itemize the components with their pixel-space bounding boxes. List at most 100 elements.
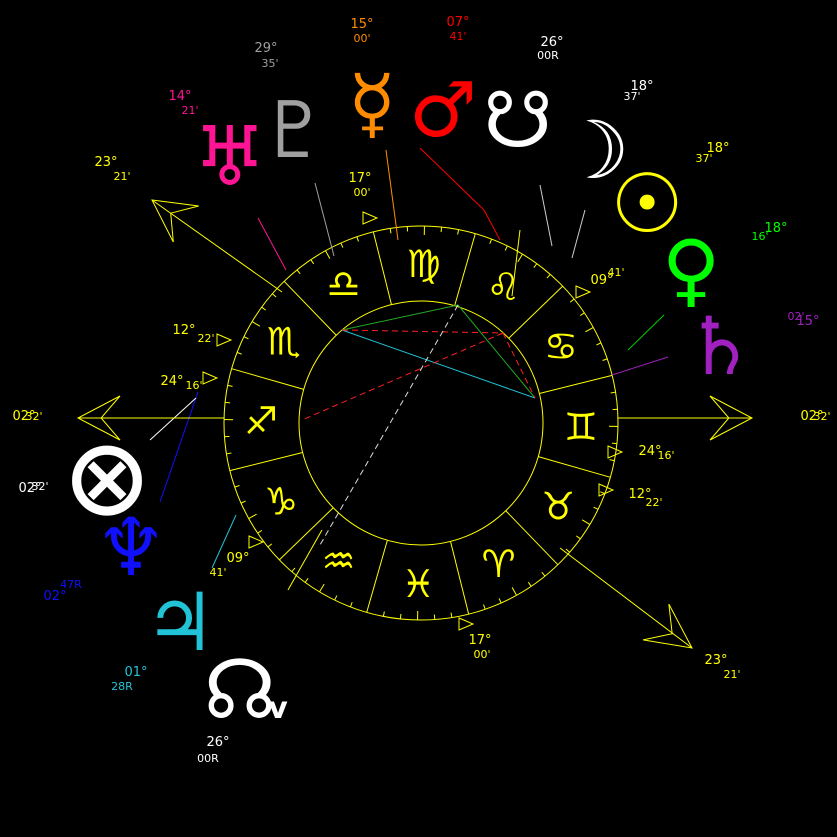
degree-tick: [504, 245, 508, 251]
jupiter-label-degrees: 01°: [124, 665, 147, 680]
mc-label-minutes: 21': [113, 170, 130, 183]
moon-label-degrees: 18°: [630, 79, 653, 94]
mars2-pointer: [483, 209, 501, 241]
aspect-green-1: [341, 304, 459, 331]
sign-divider: [450, 541, 470, 615]
cusp-top-label-minutes: 00': [353, 186, 370, 199]
sun-label-degrees: 18°: [706, 141, 729, 156]
inner-ring: [298, 300, 544, 546]
sign-pisces-icon: ♓: [401, 562, 435, 606]
sign-taurus-icon: ♉: [541, 484, 575, 528]
venus-label-degrees: 18°: [764, 221, 787, 236]
moon-label-minutes: 37': [623, 90, 640, 103]
degree-tick: [399, 613, 402, 619]
sign-divider: [508, 285, 564, 339]
degree-tick: [602, 358, 608, 361]
cusp-right-mid-label-minutes: 16': [657, 449, 674, 462]
degree-tick: [596, 342, 602, 346]
degree-tick: [593, 506, 599, 510]
degree-tick: [236, 351, 242, 355]
degree-tick: [225, 401, 231, 404]
degree-tick: [533, 263, 538, 268]
moon-icon: ☽: [558, 104, 630, 197]
degree-tick: [271, 293, 277, 298]
sign-scorpio-icon: ♏: [267, 320, 301, 364]
sign-divider: [538, 456, 611, 478]
aspect-green-2: [457, 304, 536, 399]
degree-tick: [267, 543, 273, 548]
degree-tick: [585, 327, 594, 333]
mc-label-degrees: 23°: [94, 155, 117, 170]
aspect-white: [319, 304, 459, 546]
jupiter-icon: ♃: [144, 576, 216, 669]
sign-sagittarius-icon: ♐: [244, 399, 278, 443]
degree-tick: [304, 578, 309, 583]
venus-icon: ♀: [662, 223, 721, 316]
degree-tick: [546, 273, 551, 279]
degree-tick: [325, 250, 331, 259]
degree-tick: [389, 228, 392, 234]
degree-tick: [450, 612, 453, 618]
aspect-cyan: [341, 329, 536, 399]
aspect-red-3: [502, 332, 536, 399]
degree-tick: [527, 581, 532, 587]
degree-tick: [291, 567, 296, 573]
degree-tick: [511, 587, 517, 596]
neptune-pointer: [159, 391, 199, 503]
mars-pointer: [419, 147, 485, 211]
mars-icon: ♂: [409, 65, 477, 154]
cusp-bottom-label-degrees: 17°: [468, 633, 491, 648]
cusp-upper-right-marker: [575, 285, 592, 299]
cusp-upper-right-label-degrees: 09°: [590, 273, 613, 288]
cusp-left-upper-label-degrees: 12°: [172, 323, 195, 338]
mc-arrowhead: [151, 199, 199, 243]
degree-tick: [611, 442, 617, 445]
sign-libra-icon: ♎: [326, 262, 360, 306]
pluto-pointer: [314, 182, 335, 257]
degree-tick: [440, 227, 443, 233]
ic-label-minutes: 21': [723, 668, 740, 681]
mercury-label-minutes: 00': [353, 32, 370, 45]
degree-tick: [234, 485, 240, 488]
sign-divider: [454, 233, 476, 306]
cusp-right-mid-label-degrees: 24°: [638, 444, 661, 459]
cusp-left-mid-label-degrees: 24°: [160, 374, 183, 389]
uranus-label-degrees: 14°: [168, 89, 191, 104]
saturn-pointer: [611, 356, 669, 376]
mercury-label-degrees: 15°: [350, 17, 373, 32]
degree-tick: [517, 253, 523, 263]
sign-virgo-icon: ♍: [407, 242, 441, 286]
cusp-top-label-degrees: 17°: [348, 171, 371, 186]
neptune-label-degrees: 02°: [43, 589, 66, 604]
dsc-label-degrees: 02°: [800, 409, 823, 424]
degree-labels: 14°21'29°35'15°00'07°41'26°00R18°37'18°3…: [12, 15, 830, 765]
uranus-pointer: [257, 217, 287, 271]
cusp-left-mid-marker: [202, 371, 219, 385]
degree-tick: [310, 259, 315, 265]
cusp-lower-left-marker: [248, 535, 265, 549]
outer-ring: [223, 225, 619, 621]
sign-divider: [505, 510, 559, 566]
aspect-red-1: [341, 329, 504, 334]
cusp-left-upper-marker: [216, 333, 233, 347]
degree-tick: [251, 321, 261, 327]
zodiac-wheel: ♊♋♌♍♎♏♐♑♒♓♈♉: [223, 225, 619, 621]
degree-tick: [257, 529, 263, 534]
sign-divider: [278, 507, 334, 561]
degree-tick: [248, 513, 257, 519]
sign-aquarius-icon: ♒: [322, 539, 356, 583]
sign-gemini-icon: ♊: [564, 405, 598, 449]
jupiter-label-minutes: 28R: [111, 680, 133, 693]
fortune-pointer: [149, 397, 197, 441]
south-node-label-degrees: 26°: [540, 35, 563, 50]
sign-capricorn-icon: ♑: [264, 480, 298, 524]
sign-divider: [372, 231, 392, 305]
uranus-icon: ♅: [193, 110, 267, 205]
sign-aries-icon: ♈: [482, 542, 516, 586]
venus-pointer: [627, 314, 665, 351]
pluto-label-degrees: 29°: [254, 41, 277, 56]
aspect-red-2: [301, 332, 504, 421]
degree-tick: [576, 535, 581, 540]
angle-axes: [76, 199, 754, 649]
asc-arrowhead-notch: [100, 395, 121, 441]
